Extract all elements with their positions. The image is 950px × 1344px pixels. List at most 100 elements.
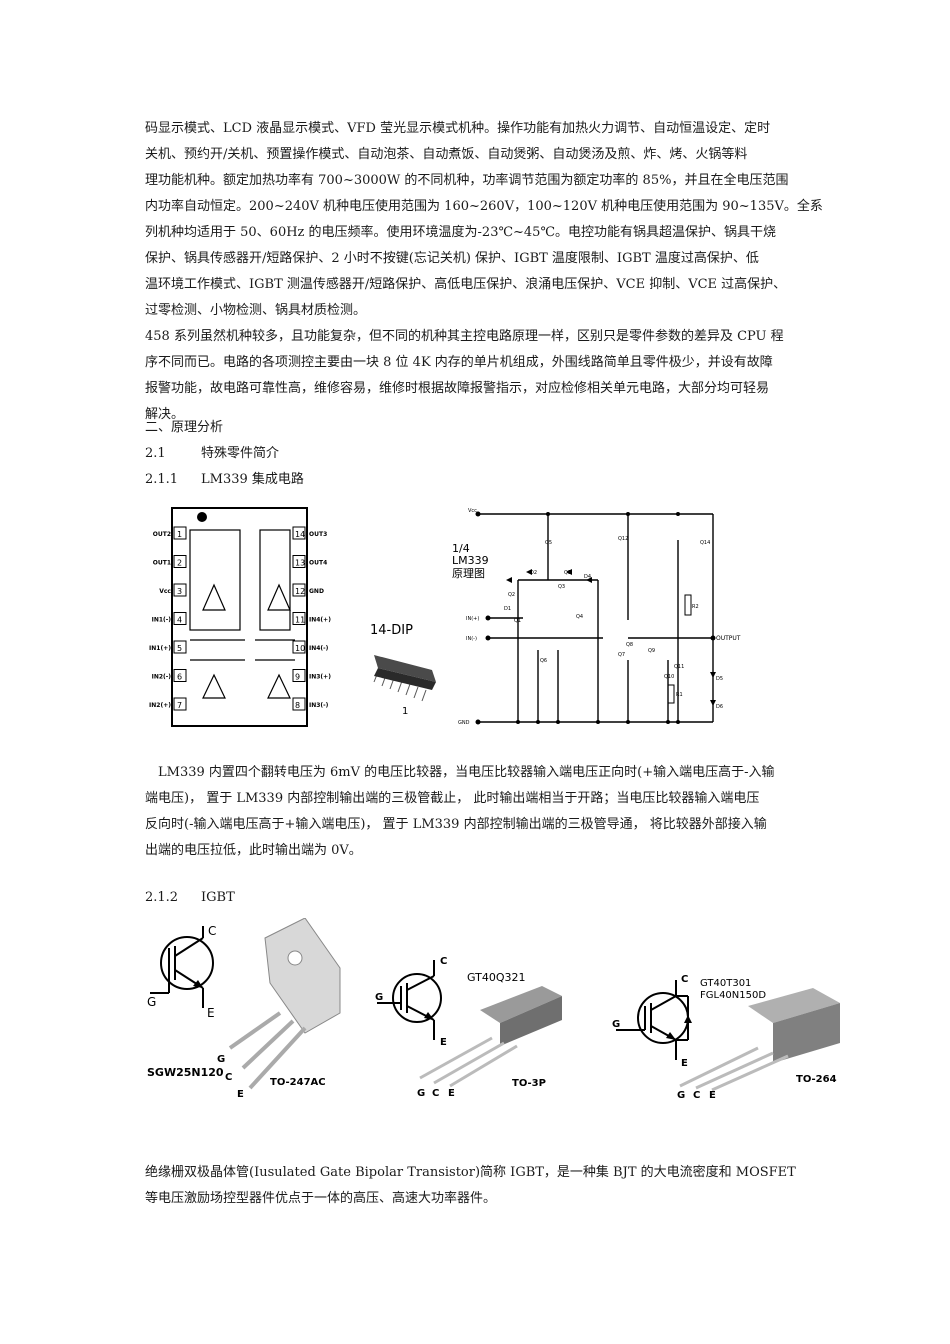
schematic-junctions — [475, 511, 716, 725]
pin-number: 6 — [177, 673, 182, 682]
schematic-part-label: D4 — [584, 574, 591, 580]
diode-d4 — [586, 577, 592, 583]
pin1-marker — [197, 512, 207, 522]
schematic-part-label: Q14 — [700, 540, 710, 546]
pin-label: Vcc — [159, 588, 171, 595]
pin-box — [292, 555, 306, 568]
lead-label: E — [448, 1088, 455, 1099]
package-leads — [228, 1011, 307, 1090]
diode-d2 — [526, 569, 532, 575]
text-line: 绝缘栅双极晶体管(Iusulated Gate Bipolar Transist… — [145, 1165, 796, 1180]
lead-label: E — [237, 1089, 244, 1100]
pin-box — [292, 697, 306, 711]
schematic-part-label: Q12 — [618, 536, 628, 542]
heading-number: 2.1 — [145, 446, 166, 461]
dip-package-illustration: 14-DIP 1 — [370, 623, 436, 717]
pin-number: 10 — [295, 644, 305, 653]
schematic-part-label: Q6 — [540, 658, 547, 664]
lead-label: C — [432, 1088, 439, 1099]
emitter-label: E — [207, 1006, 215, 1020]
emitter-arrow — [666, 1032, 676, 1040]
pin-label: IN1(+) — [149, 645, 171, 652]
diode-d3 — [566, 569, 572, 575]
text-line: 码显示模式、LCD 液晶显示模式、VFD 莹光显示模式机种。操作功能有加热火力调… — [145, 121, 771, 136]
schematic-part-label: Q7 — [618, 652, 625, 658]
pin-label: GND — [309, 588, 324, 595]
output-label: OUTPUT — [716, 635, 741, 642]
package-name: TO-3P — [512, 1078, 546, 1089]
left-pins: 1OUT22OUT13Vcc4IN1(-)5IN1(+)6IN2(-)7IN2(… — [149, 526, 187, 711]
text-line: 关机、预约开/关机、预置操作模式、自动泡茶、自动煮饭、自动煲粥、自动煲汤及煎、炸… — [145, 147, 748, 162]
schematic-part-label: Q3 — [558, 584, 565, 590]
mounting-hole — [287, 950, 303, 966]
emitter-label: E — [681, 1058, 688, 1069]
lm339-pinout-diagram: 1OUT22OUT13Vcc4IN1(-)5IN1(+)6IN2(-)7IN2(… — [149, 507, 331, 727]
text-line: 458 系列虽然机种较多，且功能复杂，但不同的机种其主控电路原理一样，区别只是零… — [145, 329, 784, 344]
heading-number: 2.1.2 — [145, 890, 179, 905]
pin-number: 13 — [295, 559, 305, 568]
dip-body — [374, 655, 436, 682]
text-line: 序不同而已。电路的各项测控主要由一块 8 位 4K 内存的单片机组成，外围线路简… — [145, 355, 773, 370]
pin-label: OUT2 — [153, 531, 171, 538]
comparator-wiring — [189, 529, 295, 699]
pin-box — [292, 583, 306, 597]
dip-label: 14-DIP — [370, 623, 413, 638]
pin-number: 5 — [177, 644, 182, 653]
heading-title: 特殊零件简介 — [201, 446, 280, 461]
pin-label: OUT3 — [309, 531, 327, 538]
pin-box — [292, 612, 306, 625]
pin-number: 1 — [177, 530, 182, 539]
schematic-part-label: R2 — [692, 604, 699, 610]
pin-label: IN3(+) — [309, 674, 331, 681]
heading-title: IGBT — [201, 890, 235, 905]
emitter-arrow — [424, 1012, 434, 1020]
collector-label: C — [681, 974, 688, 985]
schematic-title-part: LM339 — [452, 554, 489, 567]
pin-label: OUT4 — [309, 560, 327, 567]
igbt-symbol-circle — [160, 936, 214, 990]
text-line: 理功能机种。额定加热功率有 700~3000W 的不同机种，功率调节范围为额定功… — [145, 173, 789, 188]
package-leads — [419, 1036, 518, 1088]
pin-box — [173, 669, 187, 682]
igbt-sgw25n120-figure: C G E SGW25N120 G C E TO-247AC — [147, 918, 341, 1100]
pin-box — [173, 612, 187, 625]
to3p-package-top — [480, 986, 562, 1023]
series-paragraph: 458 系列虽然机种较多，且功能复杂，但不同的机种其主控电路原理一样，区别只是零… — [145, 324, 810, 428]
intro-paragraph: 码显示模式、LCD 液晶显示模式、VFD 莹光显示模式机种。操作功能有加热火力调… — [145, 116, 823, 324]
schematic-part-label: Q5 — [545, 540, 552, 546]
schematic-part-label: Q4 — [576, 614, 583, 620]
package-leads — [679, 1046, 789, 1092]
diode-symbol — [684, 1015, 692, 1023]
subsection-heading-2-1: 2.1 特殊零件简介 — [145, 444, 279, 464]
to264-package-front — [773, 1003, 840, 1063]
schematic-title-fraction: 1/4 — [452, 542, 470, 555]
pin-box — [292, 526, 306, 540]
text-line: 列机种均适用于 50、60Hz 的电压频率。使用环境温度为-23℃~45℃。电控… — [145, 225, 776, 240]
heading-title: LM339 集成电路 — [201, 472, 304, 487]
pin-box — [292, 669, 306, 682]
collector-label: C — [440, 956, 447, 967]
text-line: 反向时(-输入端电压高于+输入端电压)， 置于 LM339 内部控制输出端的三极… — [145, 817, 767, 832]
igbt-description: 绝缘栅双极晶体管(Iusulated Gate Bipolar Transist… — [145, 1160, 810, 1212]
part-number: GT40Q321 — [467, 971, 526, 984]
in-plus-label: IN(+) — [466, 616, 479, 622]
diode-d6 — [710, 700, 716, 706]
text-line: 出端的电压拉低，此时输出端为 0V。 — [145, 843, 362, 858]
schematic-part-label: D1 — [504, 606, 511, 612]
pin-number: 12 — [295, 587, 305, 596]
lm339-description: LM339 内置四个翻转电压为 6mV 的电压比较器，当电压比较器输入端电压正向… — [145, 760, 810, 864]
schematic-part-label: Q11 — [674, 664, 684, 670]
section-heading: 二、原理分析 — [145, 420, 224, 435]
resistor-r1 — [667, 684, 675, 704]
text-line: LM339 内置四个翻转电压为 6mV 的电压比较器，当电压比较器输入端电压正向… — [158, 765, 775, 780]
to264-package-top — [748, 988, 840, 1023]
pin-box — [173, 697, 187, 711]
schematic-part-label: R1 — [676, 692, 683, 698]
pin-box — [292, 640, 306, 654]
pin-box — [173, 583, 187, 597]
package-name: TO-264 — [796, 1074, 837, 1085]
text-line: 端电压)， 置于 LM339 内部控制输出端的三极管截止， 此时输出端相当于开路… — [145, 791, 760, 806]
collector-label: C — [208, 924, 216, 938]
